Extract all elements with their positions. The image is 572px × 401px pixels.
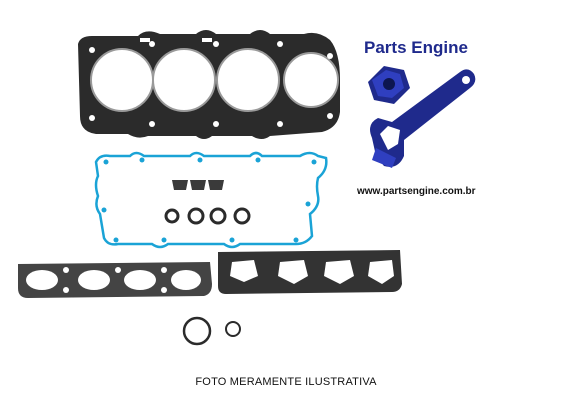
exhaust-manifold-gasket <box>218 250 402 294</box>
illustrative-photo-caption: FOTO MERAMENTE ILUSTRATIVA <box>195 376 377 388</box>
head-gasket <box>78 30 340 139</box>
connecting-rod-icon <box>370 69 476 168</box>
logo-title: Parts Engine <box>364 38 468 57</box>
intake-manifold-gasket <box>18 262 212 298</box>
spark-plug-seals <box>172 180 224 190</box>
o-ring-set <box>164 207 251 225</box>
hex-nut-icon <box>368 66 410 104</box>
valve-cover-seal <box>94 151 328 249</box>
logo-url: www.partsengine.com.br <box>357 186 476 197</box>
parts-engine-logo <box>354 20 499 203</box>
round-seals <box>182 316 241 346</box>
